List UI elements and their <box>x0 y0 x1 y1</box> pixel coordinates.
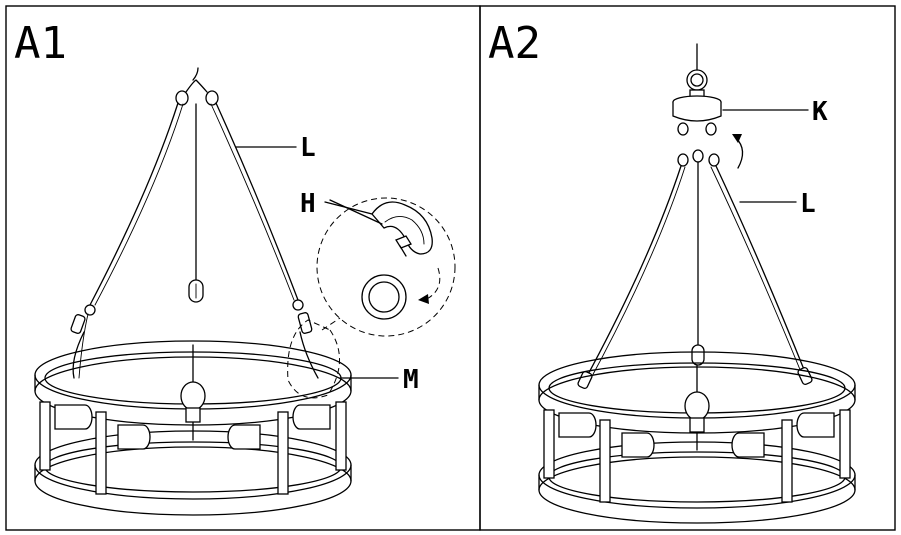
canopy <box>672 95 744 169</box>
leader-h <box>324 201 373 215</box>
panel-a2-title: A2 <box>488 18 541 69</box>
label-l-a1: L <box>300 133 316 163</box>
panel-a1: A1 <box>5 5 481 531</box>
label-m: M <box>403 365 419 395</box>
suspension-cables <box>89 102 299 306</box>
panel-a2: A2 <box>479 5 896 531</box>
chandelier-a1 <box>34 340 352 516</box>
detail-hook <box>329 199 441 320</box>
suspension-top <box>175 67 219 106</box>
left-cable-clip <box>70 304 96 379</box>
label-k: K <box>812 97 828 127</box>
detail-callout <box>287 197 456 399</box>
label-l-a2: L <box>800 189 816 219</box>
link-loops <box>677 149 720 167</box>
right-cable-clip <box>292 299 319 379</box>
ceiling-hook <box>686 43 708 99</box>
panel-a2-frame <box>479 5 896 531</box>
panel-a1-title: A1 <box>14 18 67 69</box>
label-h: H <box>300 189 316 219</box>
chandelier-a2 <box>538 351 856 524</box>
suspension-cables-a2 <box>577 161 813 390</box>
